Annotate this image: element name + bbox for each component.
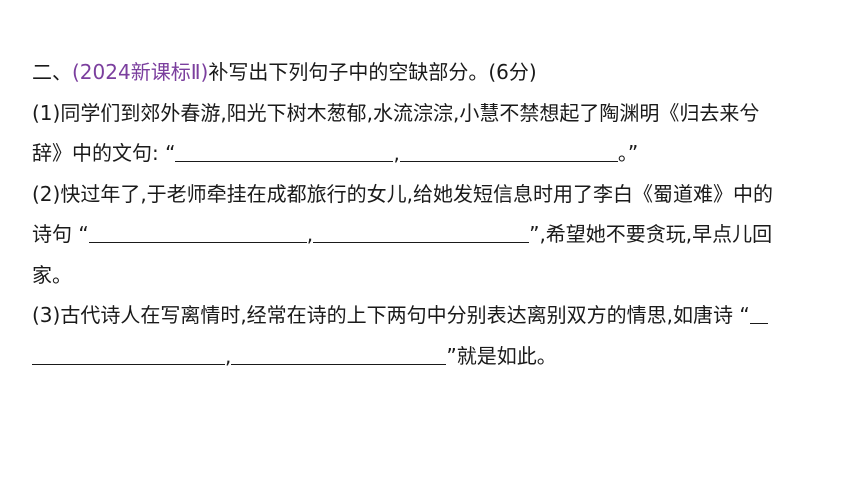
item-2-line-2: 诗句 “, ”,希望她不要贪玩,早点儿回 — [32, 214, 832, 255]
fill-blank-6[interactable] — [231, 340, 447, 365]
item-3-separator: , — [225, 343, 232, 368]
item-3-text: (3)古代诗人在写离情时,经常在诗的上下两句中分别表达离别双方的情思,如唐诗 “ — [32, 303, 750, 327]
item-1-line-2: 辞》中的文句: “, 。” — [32, 133, 832, 174]
item-2-text: (2)快过年了,于老师牵挂在成都旅行的女儿,给她发短信息时用了李白《蜀道难》中的 — [32, 181, 774, 206]
fill-blank-5-start[interactable] — [749, 299, 768, 324]
item-2-separator: , — [306, 222, 314, 246]
item-3-line-1: (3)古代诗人在写离情时,经常在诗的上下两句中分别表达离别双方的情思,如唐诗 “ — [32, 295, 832, 336]
item-2-line-1: (2)快过年了,于老师牵挂在成都旅行的女儿,给她发短信息时用了李白《蜀道难》中的 — [32, 174, 832, 215]
item-2-lead: 诗句 “ — [32, 222, 89, 246]
item-3-tail: ”就是如此。 — [446, 343, 557, 368]
item-2-tail: ”,希望她不要贪玩,早点儿回 — [529, 222, 773, 246]
item-1-separator: , — [393, 141, 400, 165]
question-number: 二、 — [32, 60, 72, 84]
question-instruction: 补写出下列句子中的空缺部分。(6分) — [208, 60, 537, 84]
question-heading: 二、(2024新课标Ⅱ)补写出下列句子中的空缺部分。(6分) — [32, 52, 832, 93]
fill-blank-2[interactable] — [399, 137, 618, 162]
question-block: 二、(2024新课标Ⅱ)补写出下列句子中的空缺部分。(6分) (1)同学们到郊外… — [32, 52, 832, 376]
fill-blank-5[interactable] — [32, 340, 225, 365]
item-1-end: 。” — [617, 141, 639, 165]
item-2-line-3: 家。 — [32, 255, 832, 296]
item-1-text: (1)同学们到郊外春游,阳光下树木葱郁,水流淙淙,小慧不禁想起了陶渊明《归去来兮 — [32, 100, 760, 125]
item-2-continuation: 家。 — [32, 262, 72, 287]
item-3-line-2: , ”就是如此。 — [32, 336, 832, 377]
item-1-line-1: (1)同学们到郊外春游,阳光下树木葱郁,水流淙淙,小慧不禁想起了陶渊明《归去来兮 — [32, 93, 832, 134]
item-1-lead: 辞》中的文句: “ — [32, 141, 176, 165]
fill-blank-3[interactable] — [88, 218, 307, 243]
question-source: (2024新课标Ⅱ) — [72, 60, 209, 84]
fill-blank-1[interactable] — [175, 137, 394, 162]
fill-blank-4[interactable] — [313, 218, 530, 243]
